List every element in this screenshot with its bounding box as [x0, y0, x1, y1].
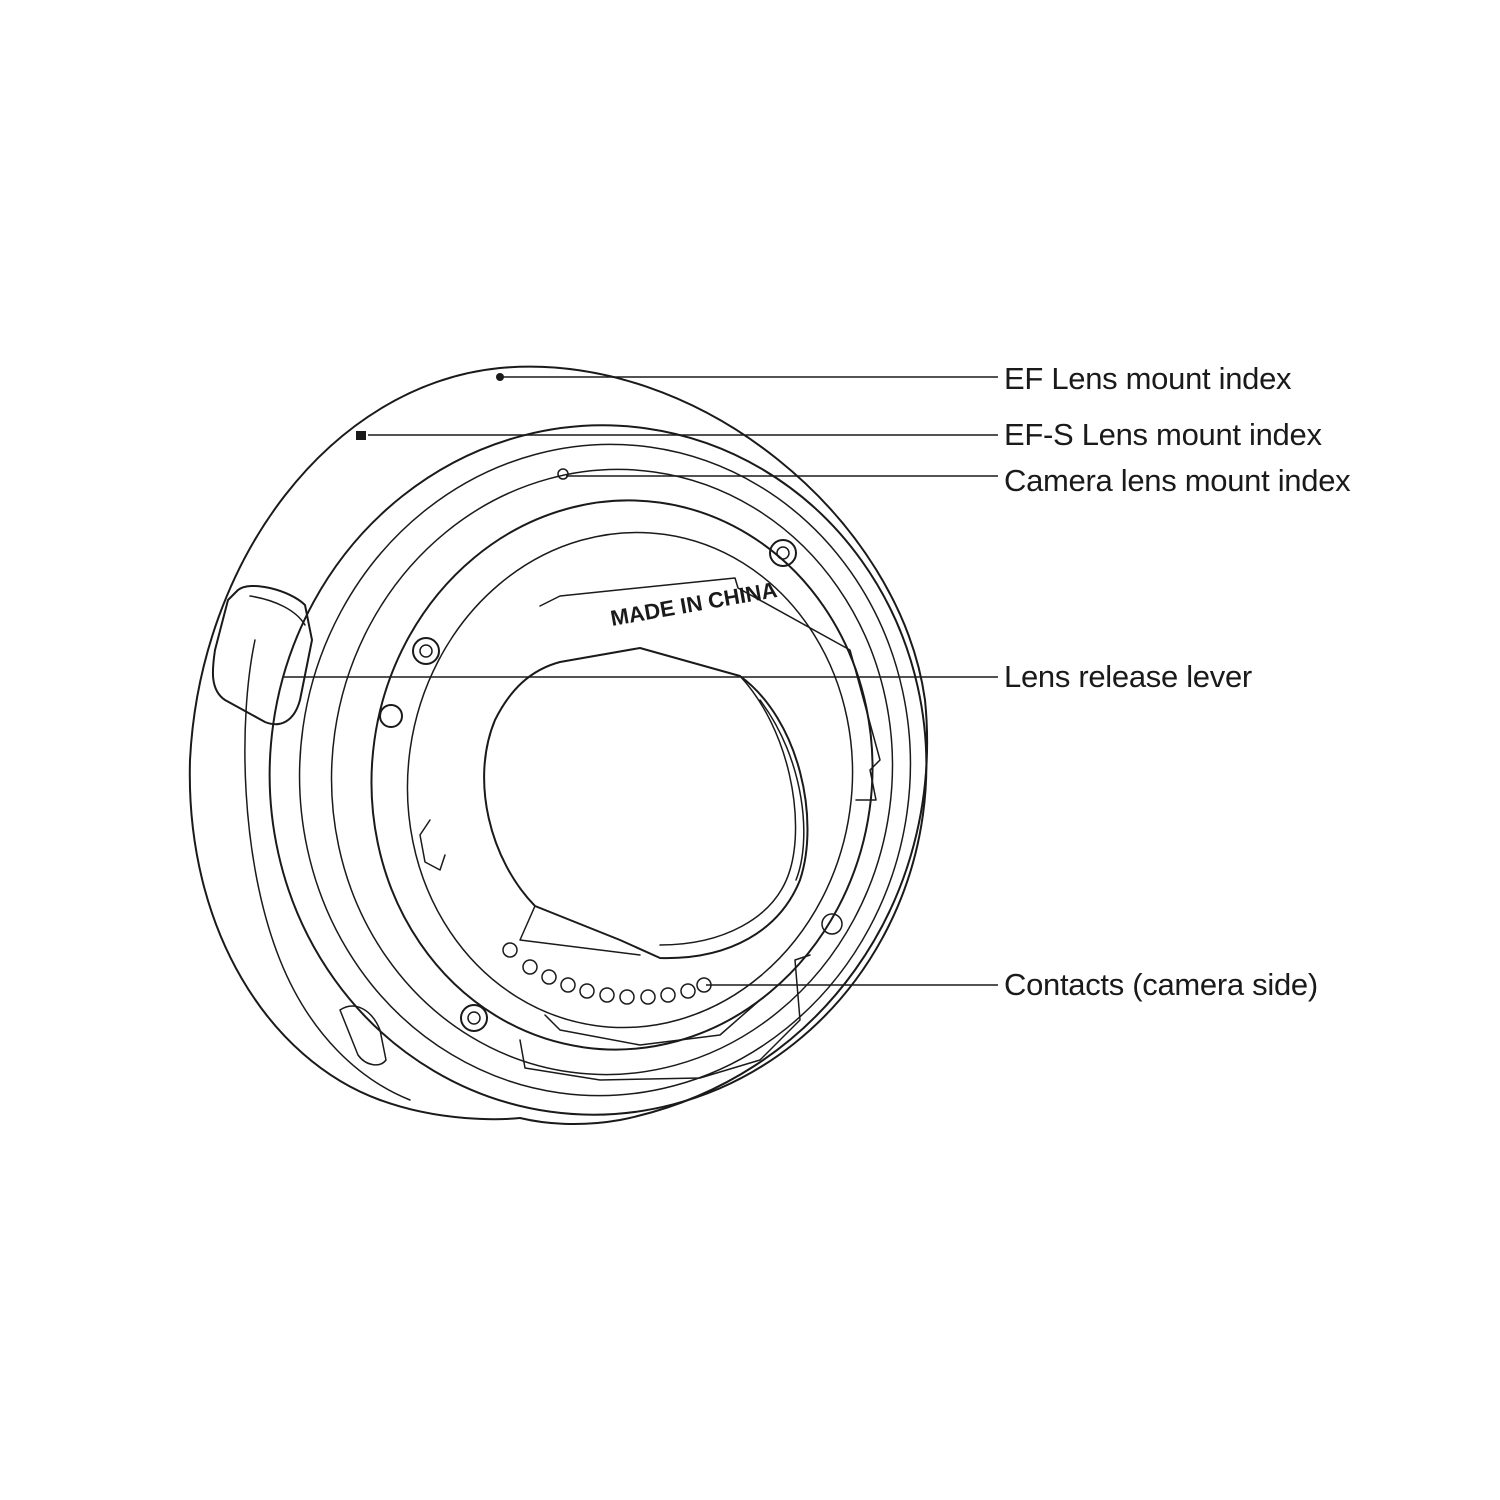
- lens-release-lever: [211, 585, 313, 726]
- contact-pin: [560, 977, 576, 993]
- contact-pin: [522, 959, 538, 975]
- contact-pin: [660, 987, 676, 1003]
- contacts-row: [502, 942, 712, 1005]
- screw-bottom-left: [460, 1004, 488, 1032]
- callout-ef-lens-mount-index: EF Lens mount index: [1004, 361, 1292, 396]
- contact-pin: [619, 989, 635, 1005]
- lens-throat: [483, 647, 809, 960]
- bottom-tab: [339, 1005, 387, 1066]
- lock-pin: [379, 704, 403, 728]
- contact-pin: [680, 983, 696, 999]
- mount-face-rings: [268, 424, 928, 1116]
- contact-pin: [640, 989, 656, 1005]
- contact-pin: [579, 983, 595, 999]
- leader-lines: [284, 376, 998, 986]
- efs-index-mark: [356, 431, 366, 440]
- callout-lens-release-lever: Lens release lever: [1004, 659, 1252, 694]
- adapter-barrel: [188, 365, 929, 1126]
- engraving-text: MADE IN CHINA: [609, 577, 780, 631]
- bayonet-flange: [419, 577, 881, 1081]
- screw-left: [412, 637, 440, 665]
- callout-efs-lens-mount-index: EF-S Lens mount index: [1004, 417, 1322, 452]
- contact-pin: [541, 969, 557, 985]
- ef-index-dot: [496, 373, 504, 381]
- camera-index-dot: [557, 468, 569, 480]
- screw-top-right: [769, 539, 797, 567]
- callout-contacts-camera-side: Contacts (camera side): [1004, 967, 1318, 1002]
- callout-camera-lens-mount-index: Camera lens mount index: [1004, 463, 1351, 498]
- contact-pin: [599, 987, 615, 1003]
- mount-screws: [412, 539, 843, 1032]
- screw-bottom-right: [821, 913, 843, 935]
- contact-pin: [502, 942, 518, 958]
